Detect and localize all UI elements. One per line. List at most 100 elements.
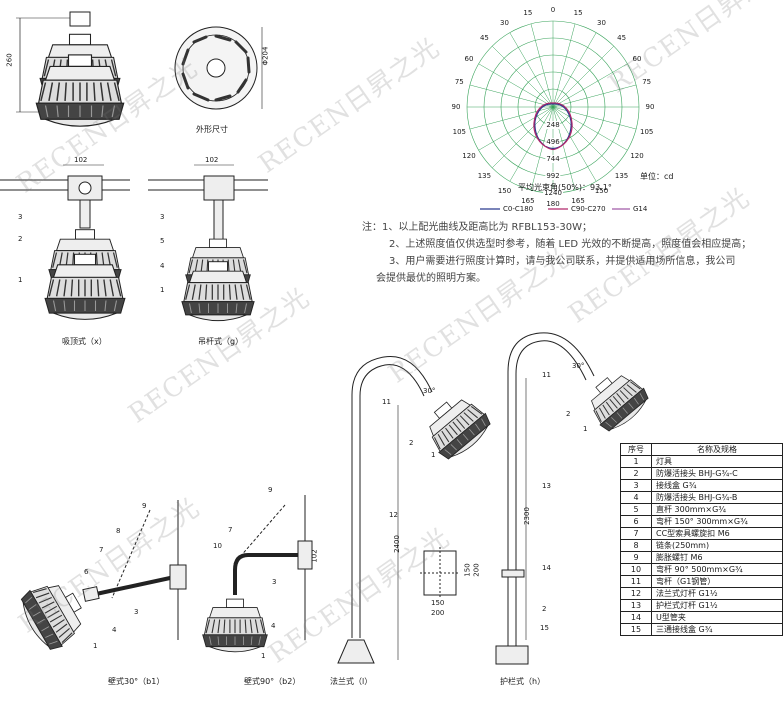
callout-number: 5 — [160, 237, 165, 245]
height-dimension: 260 — [5, 53, 14, 67]
callout-number: 6 — [84, 568, 89, 576]
polar-ring-value: 744 — [545, 155, 561, 163]
callout-number: 10 — [213, 542, 222, 550]
polar-angle-label: 90 — [645, 103, 655, 111]
callout-number: 4 — [160, 262, 165, 270]
row-spec: 直杆 300mm×G¾ — [651, 503, 783, 516]
callout-number: 7 — [228, 526, 233, 534]
row-index: 3 — [620, 479, 652, 492]
polar-ring-value: 1240 — [543, 189, 563, 197]
legend-g14: G14 — [633, 205, 648, 213]
guard-angle-label: 30° — [572, 362, 585, 370]
base-dimension: 200 — [472, 563, 481, 577]
callout-number: 13 — [542, 482, 551, 490]
diameter-dimension: Φ204 — [261, 46, 270, 66]
callout-number: 2 — [18, 235, 23, 243]
callout-number: 1 — [431, 451, 436, 459]
note-line: 注：1、以上配光曲线及距高比为 RFBL153-30W； — [362, 222, 592, 233]
polar-angle-label: 60 — [632, 54, 642, 63]
note-line: 会提供最优的照明方案。 — [376, 273, 486, 284]
flange-height-dimension: 2400 — [392, 535, 401, 553]
notes-block: 注：1、以上配光曲线及距高比为 RFBL153-30W； 2、上述照度值仅供选型… — [362, 219, 780, 287]
pendant-width-dimension: 102 — [205, 156, 219, 164]
row-spec: 链条(250mm) — [651, 539, 783, 552]
note-line: 3、用户需要进行照度计算时，请与我公司联系，并提供适用场所信息，我公司 — [389, 256, 736, 267]
row-index: 6 — [620, 515, 652, 528]
row-index: 1 — [620, 455, 652, 468]
callout-number: 3 — [134, 608, 139, 616]
polar-ring-value: 248 — [545, 121, 561, 129]
callout-number: 1 — [18, 276, 23, 284]
flange-caption: 法兰式（l） — [330, 677, 373, 686]
callout-number: 1 — [160, 286, 165, 294]
callout-number: 4 — [112, 626, 117, 634]
flange-angle-label: 30° — [423, 387, 436, 395]
polar-angle-label: 150 — [594, 187, 609, 195]
polar-angle-label: 60 — [464, 54, 474, 63]
callout-number: 11 — [542, 371, 551, 379]
polar-unit: 单位：cd — [640, 172, 674, 181]
row-spec: 接线盒 G¾ — [651, 479, 783, 492]
callout-number: 2 — [409, 439, 414, 447]
row-spec: U型管夹 — [651, 611, 783, 624]
row-index: 4 — [620, 491, 652, 504]
callout-number: 2 — [566, 410, 571, 418]
polar-angle-label: 120 — [462, 151, 476, 160]
polar-angle-label: 135 — [477, 171, 492, 180]
row-index: 15 — [620, 623, 652, 636]
legend-c90-c270: C90-C270 — [571, 205, 606, 213]
row-index: 2 — [620, 467, 652, 480]
callout-number: 14 — [542, 564, 551, 572]
callout-number: 11 — [382, 398, 391, 406]
row-index: 10 — [620, 563, 652, 576]
polar-angle-label: 120 — [630, 151, 644, 160]
callout-number: 1 — [261, 652, 266, 660]
polar-angle-label: 30 — [500, 18, 509, 27]
callout-number: 4 — [271, 622, 276, 630]
guard-caption: 护栏式（h） — [500, 677, 546, 686]
polar-angle-label: 15 — [573, 9, 583, 18]
row-spec: 弯杆（G1钢管） — [651, 575, 783, 588]
polar-angle-label: 165 — [571, 196, 585, 205]
polar-angle-label: 75 — [454, 77, 464, 86]
outline-caption: 外形尺寸 — [196, 125, 228, 134]
note-line: 2、上述照度值仅供选型时参考，随着 LED 光效的不断提高，照度值会相应提高； — [389, 239, 752, 250]
callout-number: 3 — [160, 213, 165, 221]
row-spec: 灯具 — [651, 455, 783, 468]
row-index: 9 — [620, 551, 652, 564]
polar-angle-label: 135 — [614, 171, 629, 180]
polar-angle-label: 150 — [497, 187, 512, 195]
pendant-caption: 吊杆式（g） — [198, 337, 244, 346]
row-index: 14 — [620, 611, 652, 624]
callout-number: 3 — [272, 578, 277, 586]
row-spec: 弯杆 150° 300mm×G¾ — [651, 515, 783, 528]
callout-number: 1 — [93, 642, 98, 650]
callout-number: 7 — [99, 546, 104, 554]
row-spec: 护栏式灯杆 G1½ — [651, 599, 783, 612]
ceiling-width-dimension: 102 — [74, 156, 88, 164]
polar-ring-value: 992 — [545, 172, 561, 180]
ceiling-caption: 吸顶式（x） — [62, 337, 107, 346]
callout-number: 2 — [542, 605, 547, 613]
table-header-row: 序号 名称及规格 — [620, 443, 783, 456]
row-spec: 防爆活接头 BHJ-G¾-C — [651, 467, 783, 480]
callout-number: 1 — [583, 425, 588, 433]
legend-c0-c180: C0-C180 — [503, 205, 534, 213]
wall90-caption: 壁式90°（b2） — [244, 677, 301, 686]
polar-angle-label: 165 — [521, 196, 535, 205]
base-dimension: 200 — [431, 609, 445, 617]
base-dimension: 150 — [463, 563, 472, 577]
row-index: 7 — [620, 527, 652, 540]
row-index: 8 — [620, 539, 652, 552]
polar-angle-label: 90 — [451, 103, 461, 111]
